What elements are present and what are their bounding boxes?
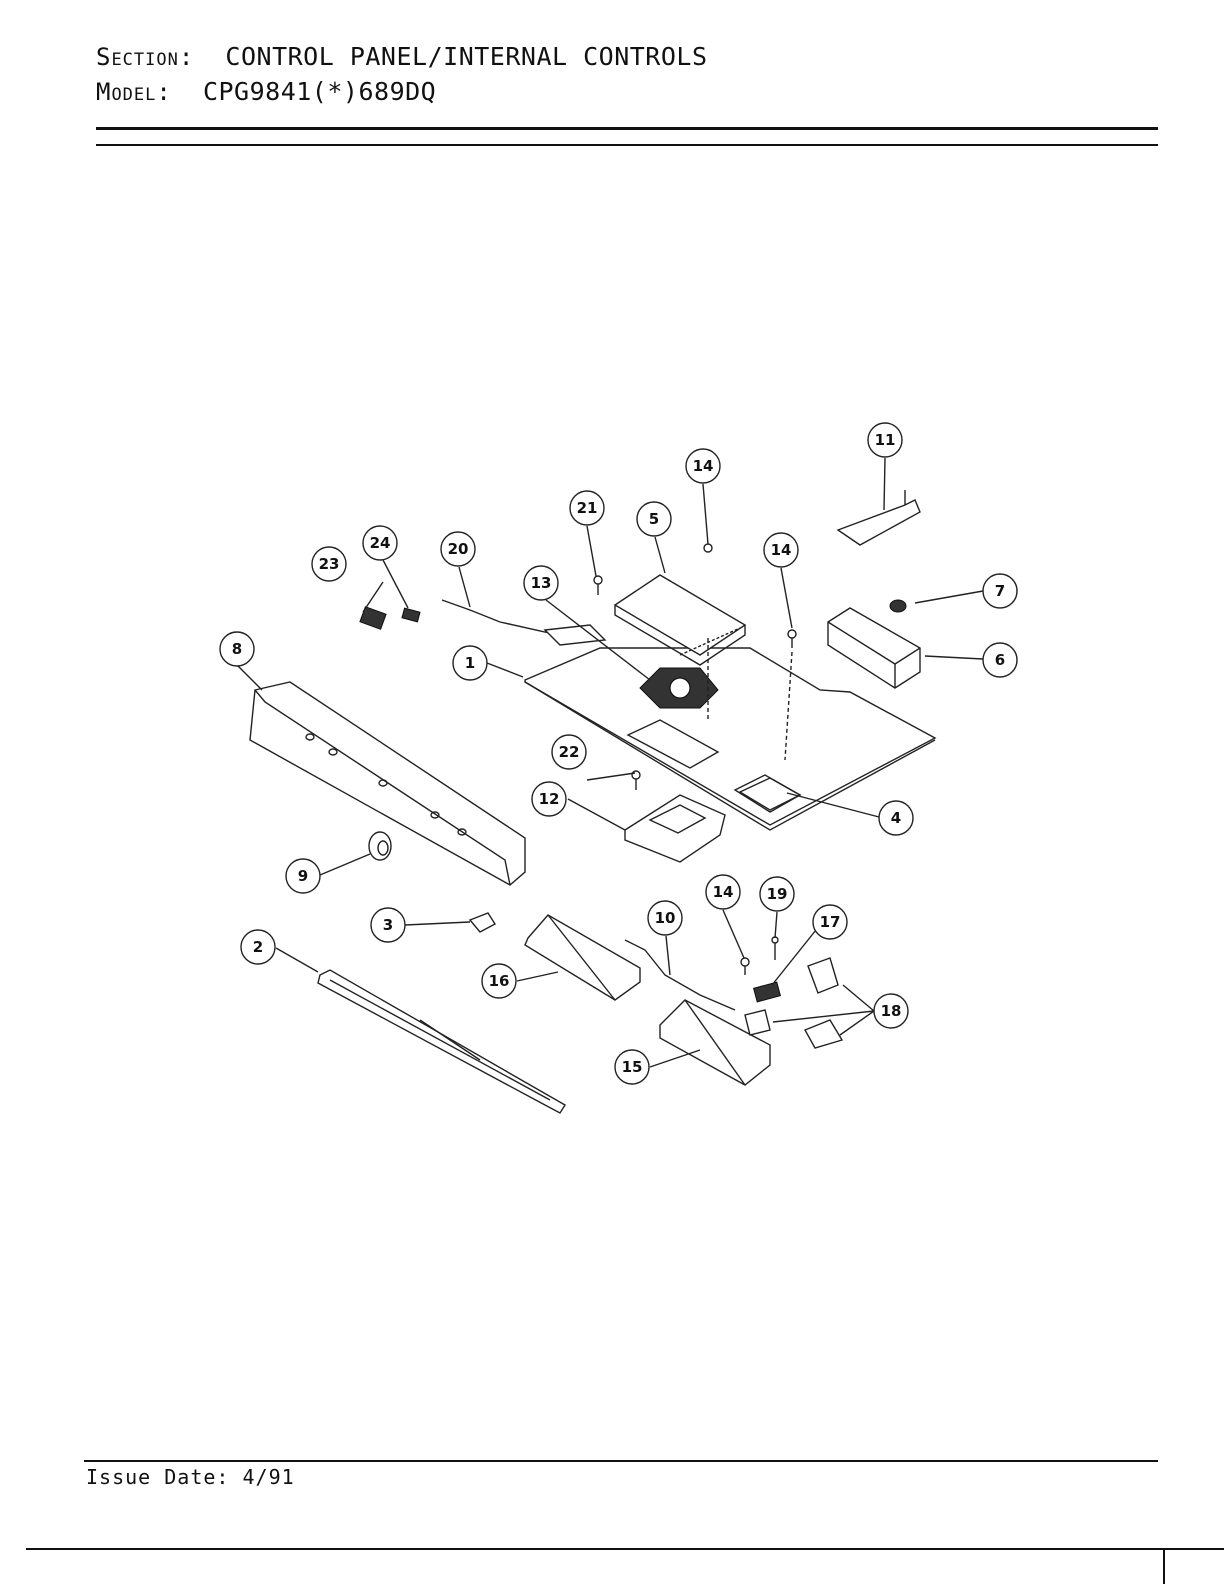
callout-2-label: 2 (253, 938, 263, 956)
part-12-mounting-bracket (624, 794, 726, 863)
part-4-plate (733, 774, 802, 813)
callout-14-right: 14 (763, 532, 799, 568)
screw-19 (771, 936, 779, 960)
part-6-box (827, 607, 921, 689)
callout-13-label: 13 (531, 574, 552, 592)
part-1-panel-base (524, 647, 937, 831)
part-23-connector (359, 606, 387, 630)
part-7-spring (889, 599, 907, 613)
part-24-connector (401, 607, 421, 623)
screw-14-lower (740, 957, 750, 975)
callout-14-top-label: 14 (693, 457, 714, 475)
part-13-selector-switch (639, 667, 719, 709)
screw-22 (631, 770, 641, 790)
callout-21-label: 21 (577, 499, 598, 517)
callout-17: 17 (812, 904, 848, 940)
callout-16-label: 16 (489, 972, 510, 990)
part-18-bracket-mid (744, 1009, 771, 1036)
part-16-channel (524, 914, 641, 1001)
part-9-knob (368, 831, 392, 861)
section-title: CONTROL PANEL/INTERNAL CONTROLS (225, 42, 708, 71)
callout-20: 20 (440, 531, 476, 567)
callout-15: 15 (614, 1049, 650, 1085)
callout-23-label: 23 (319, 555, 340, 573)
section-label: Section: (96, 43, 195, 71)
callout-14-right-label: 14 (771, 541, 792, 559)
callout-6-label: 6 (995, 651, 1005, 669)
callout-7: 7 (982, 573, 1018, 609)
screw-21 (593, 575, 603, 595)
part-17-switch (752, 981, 782, 1003)
callout-10: 10 (647, 900, 683, 936)
callout-17-label: 17 (820, 913, 841, 931)
callout-12-label: 12 (539, 790, 560, 808)
callout-16: 16 (481, 963, 517, 999)
callout-12: 12 (531, 781, 567, 817)
callout-14-lower-label: 14 (713, 883, 734, 901)
callout-4: 4 (878, 800, 914, 836)
callout-2: 2 (240, 929, 276, 965)
callout-24: 24 (362, 525, 398, 561)
model-number: CPG9841(*)689DQ (202, 77, 437, 106)
callout-3: 3 (370, 907, 406, 943)
callout-18: 18 (873, 993, 909, 1029)
part-8-trim-channel (249, 681, 526, 886)
callout-5: 5 (636, 501, 672, 537)
part-18-bracket-lower (804, 1019, 844, 1049)
callout-20-label: 20 (448, 540, 469, 558)
part-10-lead-wire (624, 939, 736, 1011)
screw-14-top (703, 543, 713, 553)
part-5-circuit-board (613, 574, 747, 666)
header-rule-bottom (96, 144, 1158, 146)
callout-19: 19 (759, 876, 795, 912)
callout-1: 1 (452, 645, 488, 681)
screw-14-right (787, 629, 797, 648)
callout-9: 9 (285, 858, 321, 894)
callout-9-label: 9 (298, 867, 308, 885)
issue-date: Issue Date: 4/91 (86, 1465, 295, 1489)
section-header: Section: CONTROL PANEL/INTERNAL CONTROLS (96, 42, 708, 71)
callout-14-top: 14 (685, 448, 721, 484)
callout-14-lower: 14 (705, 874, 741, 910)
model-header: Model: CPG9841(*)689DQ (96, 77, 436, 106)
callout-11-label: 11 (875, 431, 896, 449)
model-label: Model: (96, 78, 172, 106)
callout-11: 11 (867, 422, 903, 458)
callout-22: 22 (551, 734, 587, 770)
bottom-corner-tick (1163, 1550, 1165, 1584)
callout-5-label: 5 (649, 510, 659, 528)
callout-15-label: 15 (622, 1058, 643, 1076)
part-15-mount-channel (659, 999, 771, 1086)
callout-22-label: 22 (559, 743, 580, 761)
part-3-clip (468, 912, 496, 933)
callout-3-label: 3 (383, 916, 393, 934)
leader-lines (237, 457, 984, 1068)
callout-4-label: 4 (891, 809, 901, 827)
part-20-wire (441, 599, 607, 646)
callout-21: 21 (569, 490, 605, 526)
part-2-bracket (317, 969, 566, 1114)
callout-8-label: 8 (232, 640, 242, 658)
callout-1-label: 1 (465, 654, 475, 672)
bottom-rule (26, 1548, 1224, 1550)
callout-7-label: 7 (995, 582, 1005, 600)
callout-6: 6 (982, 642, 1018, 678)
header-rule-top (96, 127, 1158, 130)
footer-rule (84, 1460, 1158, 1462)
part-11-angle-bracket (836, 490, 921, 546)
callout-19-label: 19 (767, 885, 788, 903)
callout-13: 13 (523, 565, 559, 601)
callout-18-label: 18 (881, 1002, 902, 1020)
part-18-bracket-upper (807, 957, 839, 994)
callout-23: 23 (311, 546, 347, 582)
callout-10-label: 10 (655, 909, 676, 927)
callout-8: 8 (219, 631, 255, 667)
callout-24-label: 24 (370, 534, 391, 552)
